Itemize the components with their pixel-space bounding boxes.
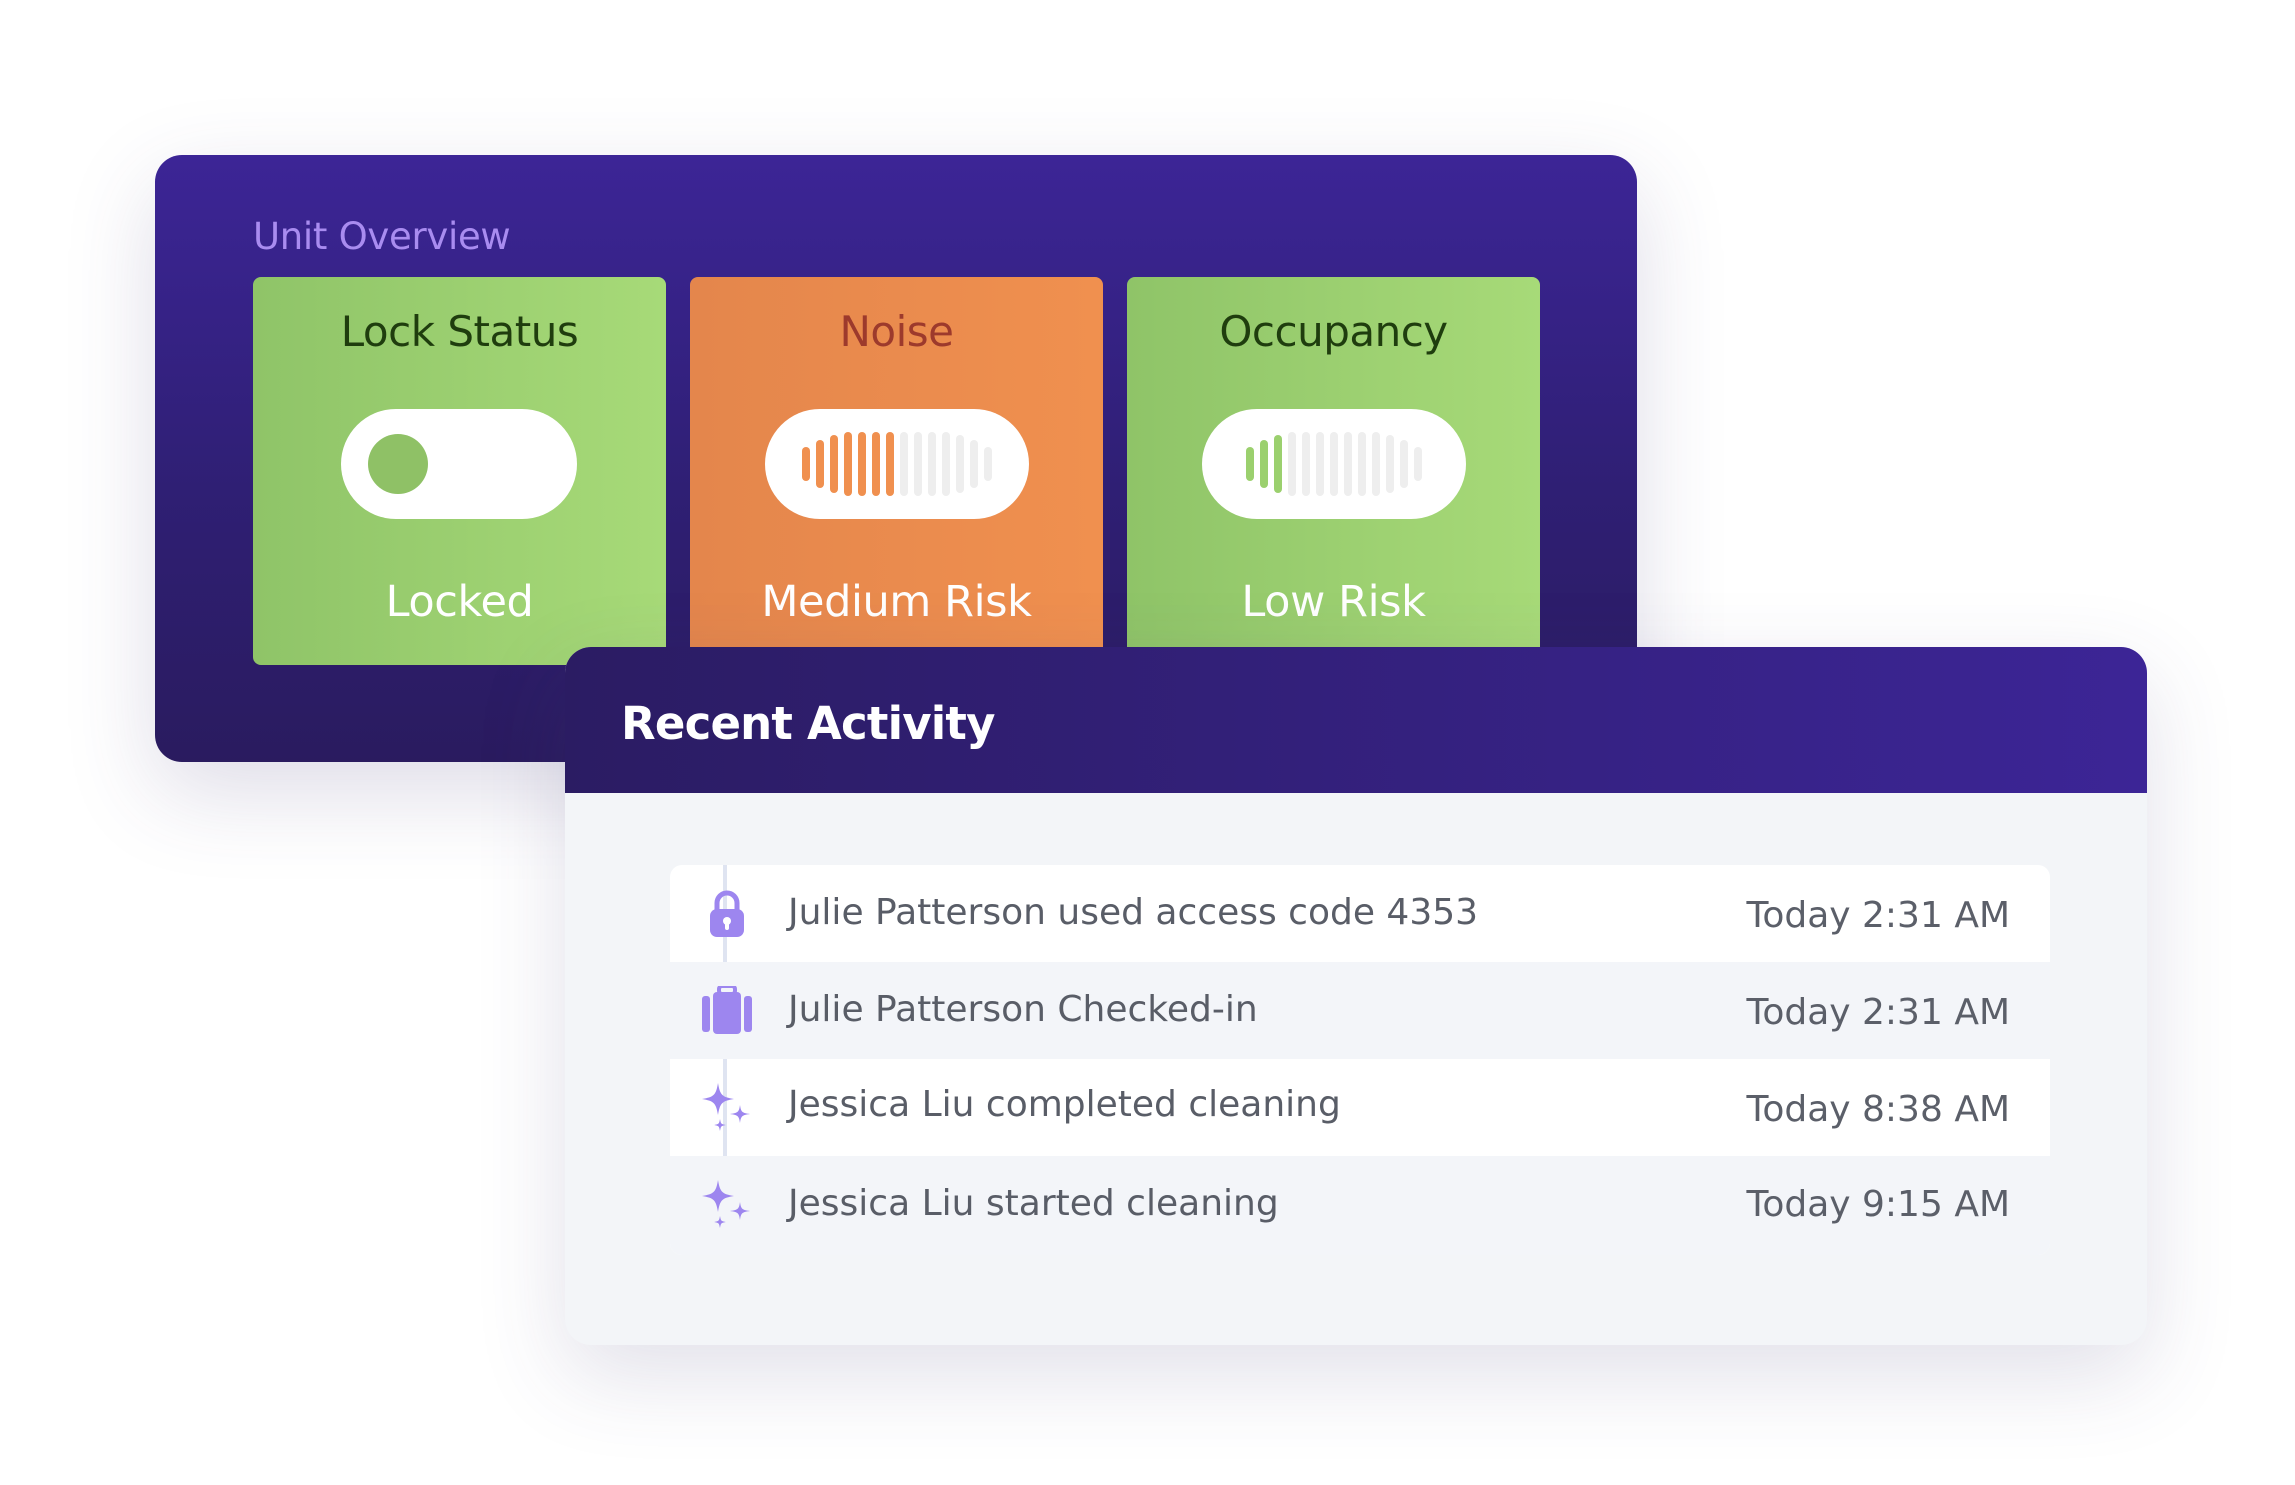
meter-bar [1316,432,1324,496]
meter-bar [858,432,866,496]
lock-status-card[interactable]: Lock Status Locked [253,277,666,665]
meter-bar [1358,432,1366,496]
meter-bar [914,432,922,496]
luggage-icon [698,982,756,1040]
meter-bar [1302,432,1310,496]
noise-meter [765,409,1029,519]
activity-time: Today 2:31 AM [1746,992,2010,1033]
sparkle-icon [698,1174,756,1232]
activity-text: Jessica Liu completed cleaning [788,1084,1341,1125]
unit-overview-title: Unit Overview [253,215,511,258]
meter-bar [1274,435,1282,493]
meter-bar [1400,440,1408,488]
meter-bar [970,440,978,488]
activity-text: Jessica Liu started cleaning [788,1183,1279,1224]
lock-toggle[interactable] [341,409,577,519]
lock-icon [698,885,756,943]
meter-bar [802,447,810,481]
activity-time: Today 8:38 AM [1746,1089,2010,1130]
meter-bar [1246,447,1254,481]
activity-time: Today 2:31 AM [1746,895,2010,936]
meter-bar [984,447,992,481]
meter-bar [1386,435,1394,493]
timeline-line [723,865,727,1255]
list-item[interactable]: Julie Patterson Checked-in Today 2:31 AM [670,962,2050,1059]
activity-time: Today 9:15 AM [1746,1184,2010,1225]
lock-status-title: Lock Status [340,307,579,356]
occupancy-value: Low Risk [1241,577,1426,627]
noise-meter-bars [765,409,1029,519]
recent-activity-header: Recent Activity [565,647,2147,793]
meter-bar [1344,432,1352,496]
list-item[interactable]: Jessica Liu completed cleaning Today 8:3… [670,1059,2050,1156]
meter-bar [1260,440,1268,488]
noise-value: Medium Risk [761,577,1032,627]
meter-bar [886,432,894,496]
meter-bar [956,435,964,493]
meter-bar [872,432,880,496]
activity-list: Julie Patterson used access code 4353 To… [670,865,2050,1255]
meter-bar [942,432,950,496]
list-item[interactable]: Julie Patterson used access code 4353 To… [670,865,2050,962]
noise-card[interactable]: Noise Medium Risk [690,277,1103,665]
lock-toggle-knob [368,434,428,494]
meter-bar [830,435,838,493]
meter-bar [1330,432,1338,496]
noise-title: Noise [839,307,954,356]
meter-bar [816,440,824,488]
recent-activity-title: Recent Activity [621,697,995,750]
unit-overview-panel: Unit Overview Lock Status Locked Noise M… [155,155,1637,762]
meter-bar [1414,447,1422,481]
meter-bar [1372,432,1380,496]
sparkle-icon [698,1077,756,1135]
meter-bar [928,432,936,496]
activity-text: Julie Patterson used access code 4353 [788,892,1479,933]
list-item[interactable]: Jessica Liu started cleaning Today 9:15 … [670,1156,2050,1255]
occupancy-card[interactable]: Occupancy Low Risk [1127,277,1540,665]
recent-activity-panel: Recent Activity Julie Patterson used acc… [565,647,2147,1345]
meter-bar [844,432,852,496]
occupancy-title: Occupancy [1219,307,1448,356]
activity-text: Julie Patterson Checked-in [788,989,1258,1030]
occupancy-meter [1202,409,1466,519]
occupancy-meter-bars [1202,409,1466,519]
lock-status-value: Locked [385,577,534,627]
meter-bar [900,432,908,496]
meter-bar [1288,432,1296,496]
